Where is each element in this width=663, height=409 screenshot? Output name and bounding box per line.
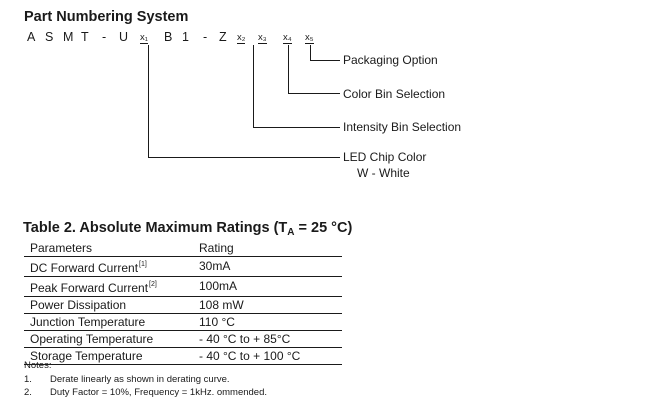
connector-line (253, 45, 254, 128)
table-title-main: Table 2. Absolute Maximum Ratings (T (23, 220, 288, 236)
table-row: Junction Temperature 110 °C (24, 313, 342, 331)
table-title-end: = 25 °C) (294, 220, 353, 236)
table-header-row: Parameters Rating (24, 240, 342, 257)
pn-char: 1 (182, 30, 189, 44)
connector-line (310, 60, 340, 61)
label-led-chip-color: LED Chip Color (343, 150, 427, 164)
connector-line (148, 45, 149, 158)
label-color-bin: Color Bin Selection (343, 87, 446, 101)
table-title: Table 2. Absolute Maximum Ratings (TA = … (23, 220, 352, 238)
note-text: Derate linearly as shown in derating cur… (50, 374, 230, 385)
connector-line (310, 45, 311, 61)
connector-line (288, 93, 340, 94)
pn-char: U (119, 30, 129, 44)
rating-cell: - 40 °C to + 100 °C (193, 347, 342, 365)
connector-line (148, 157, 340, 158)
param-cell: Storage Temperature (24, 347, 193, 365)
param-cell: Junction Temperature (24, 313, 193, 331)
table-row: DC Forward Current[1] 30mA (24, 256, 342, 277)
table-row: Storage Temperature - 40 °C to + 100 °C (24, 347, 342, 365)
note-text: Duty Factor = 10%, Frequency = 1kHz. omm… (50, 387, 268, 398)
pn-x1: x₁ (140, 32, 148, 44)
pn-x5: x₅ (305, 32, 314, 44)
note-number: 2. (24, 387, 32, 398)
footnote-ref: [2] (149, 281, 157, 288)
pn-x3: x₃ (258, 32, 267, 44)
ratings-table: Parameters Rating DC Forward Current[1] … (24, 240, 342, 365)
footnote-ref: [1] (139, 261, 147, 268)
param-cell: Operating Temperature (24, 330, 193, 348)
pn-char: S (45, 30, 54, 44)
pn-char: B (164, 30, 173, 44)
param-cell: Peak Forward Current[2] (24, 276, 193, 297)
label-intensity-bin: Intensity Bin Selection (343, 120, 462, 134)
label-led-color-value: W - White (357, 166, 410, 180)
label-packaging-option: Packaging Option (343, 53, 438, 67)
rating-cell: 30mA (193, 256, 342, 277)
param-cell: DC Forward Current[1] (24, 256, 193, 277)
pn-x2: x₂ (237, 32, 246, 44)
param-name: DC Forward Current (30, 261, 139, 275)
param-name: Peak Forward Current (30, 281, 149, 295)
header-rating: Rating (193, 240, 342, 257)
table-row: Power Dissipation 108 mW (24, 296, 342, 314)
rating-cell: 108 mW (193, 296, 342, 314)
connector-line (253, 127, 340, 128)
notes-heading: Notes: (24, 360, 52, 371)
pn-char: A (27, 30, 36, 44)
table-row: Peak Forward Current[2] 100mA (24, 276, 342, 297)
pn-char: - (203, 30, 208, 44)
pn-char: Z (219, 30, 227, 44)
table-row: Operating Temperature - 40 °C to + 85°C (24, 330, 342, 348)
pn-char: M (63, 30, 74, 44)
table-title-subscript: A (287, 227, 295, 238)
rating-cell: 110 °C (193, 313, 342, 331)
section-title: Part Numbering System (24, 9, 189, 25)
header-parameters: Parameters (24, 240, 193, 257)
note-item: 1. Derate linearly as shown in derating c… (24, 374, 230, 385)
rating-cell: - 40 °C to + 85°C (193, 330, 342, 348)
rating-cell: 100mA (193, 276, 342, 297)
note-item: 2. Duty Factor = 10%, Frequency = 1kHz. o… (24, 387, 267, 398)
pn-x4: x₄ (283, 32, 292, 44)
pn-char: T (81, 30, 89, 44)
connector-line (288, 45, 289, 94)
pn-char: - (102, 30, 107, 44)
param-cell: Power Dissipation (24, 296, 193, 314)
note-number: 1. (24, 374, 32, 385)
